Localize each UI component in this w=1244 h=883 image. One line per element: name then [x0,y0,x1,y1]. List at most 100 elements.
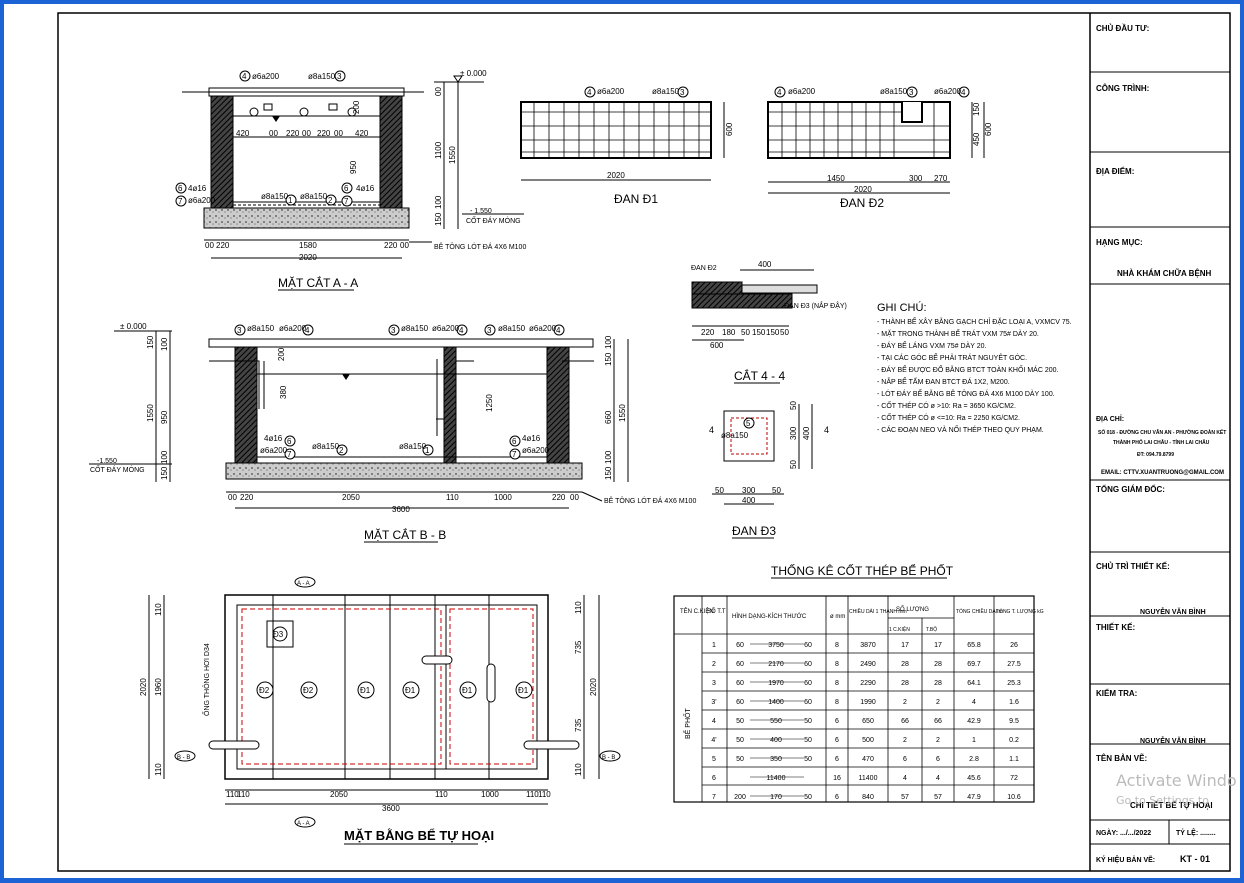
plan-bot-110d: 110 [526,790,539,799]
table-cell-nt: 28 [934,680,942,687]
table-cell-m: 550 [770,718,782,725]
table-cell-len: 840 [862,794,874,801]
table-cell-stt: 5 [712,756,716,763]
aa-bot-220a: 220 [216,241,230,250]
tb-design-label: THIẾT KẾ: [1096,622,1135,632]
plan-pipe-label: ỐNG THÔNG HƠI D34 [201,643,211,716]
c44-dim-total: 600 [710,341,724,350]
table-cell-len: 500 [862,737,874,744]
d2-dim-c: 270 [934,174,948,183]
table-cell-stt: 3' [711,699,716,706]
table-cell-len: 650 [862,718,874,725]
bb-rebar-a2: ø8a150 [401,324,429,333]
table-cell-n1: 2 [903,737,907,744]
table-cell-tl: 65.8 [967,642,981,649]
table-cell-nt: 4 [936,775,940,782]
bb-bot-220a: 220 [240,493,254,502]
bb-bot-2050: 2050 [342,493,360,502]
table-cell-m: 1400 [768,699,784,706]
table-cell-n1: 57 [901,794,909,801]
bb-callout-3a: 3 [237,326,242,335]
table-cell-r: 50 [804,794,812,801]
note-1: - THÀNH BỂ XÂY BẰNG GẠCH CHỈ ĐẶC LOẠI A,… [877,317,1072,326]
table-cell-d: 6 [835,756,839,763]
d1-rebar-a: ø6a200 [597,87,625,96]
d1-rebar-b: ø8a150 [652,87,680,96]
table-cell-l: 60 [736,642,744,649]
table-cell-stt: 2 [712,661,716,668]
table-cell-len: 2490 [860,661,876,668]
plan-sec-a-bot: A - A [297,821,310,827]
rebar-table: THỐNG KÊ CỐT THÉP BỂ PHỐT TÊN C.KIỆN SỐ … [673,563,1044,803]
note-2: - MẶT TRONG THÀNH BỂ TRÁT VXM 75# DÀY 20… [877,329,1039,338]
bb-rebar-a1: ø8a150 [247,324,275,333]
table-cell-n1: 66 [901,718,909,725]
aa-right-00: 00 [434,87,443,96]
table-cell-stt: 6 [712,775,716,782]
wall-mid-bb [443,346,457,464]
table-cell-tl: 42.9 [967,718,981,725]
aa-dim-00a: 00 [269,129,278,138]
aa-level-top: ± 0.000 [460,69,487,78]
title-mat-cat-bb: MẶT CẮT B - B [364,527,446,542]
aa-rebar-side-r: 4ø16 [356,184,375,193]
aa-callout-7b: 7 [344,197,349,206]
table-cell-tl: 1 [972,737,976,744]
table-cell-stt: 4' [711,737,716,744]
section-aa: 420 00 220 00 220 00 420 200 950 4 3 6 7… [175,69,526,291]
tb-location-label: ĐỊA ĐIỂM: [1096,167,1134,176]
plan-left-2020: 2020 [139,678,148,696]
bb-right-150a: 150 [604,352,613,366]
bb-rebar-side-r: 4ø16 [522,434,541,443]
title-thong-ke: THỐNG KÊ CỐT THÉP BỂ PHỐT [771,563,954,578]
table-cell-w: 27.5 [1007,661,1021,668]
aa-rebar-top-b: ø8a150 [308,72,336,81]
title-mat-cat-aa: MẶT CẮT A - A [278,275,358,290]
note-5: - ĐÁY BỂ ĐƯỢC ĐỔ BẰNG BTCT TOÀN KHỐI MÁC… [877,364,1059,374]
d3-callout-5: 5 [746,419,751,428]
tb-address-2: THÀNH PHỐ LAI CHÂU - TỈNH LAI CHÂU [1113,439,1210,446]
tb-email: EMAIL: CTTV.XUANTRUONG@GMAIL.COM [1101,470,1224,476]
bb-bot-00a: 00 [228,493,237,502]
table-cell-l: 60 [736,661,744,668]
table-cell-w: 26 [1010,642,1018,649]
th-len: CHIỀU DÀI 1 THANH mm [849,608,907,615]
table-cell-l: 50 [736,756,744,763]
aa-callout-6b: 6 [344,184,349,193]
table-cell-w: 9.5 [1009,718,1019,725]
wall-right-aa [379,95,403,209]
table-cell-len: 3870 [860,642,876,649]
table-cell-n1: 2 [903,699,907,706]
table-cell-w: 1.1 [1009,756,1019,763]
bb-callout-7a: 7 [287,450,292,459]
bb-right-100b: 100 [604,450,613,464]
aa-bot-00a: 00 [205,241,214,250]
wall-left-aa [210,95,234,209]
tb-scale-label: TỶ LỆ: ........ [1176,828,1216,837]
d3-v-300: 300 [789,426,798,440]
tb-drawing-value: CHI TIẾT BỂ TỰ HOẠI [1130,800,1213,810]
table-cell-w: 10.6 [1007,794,1021,801]
table-cell-d: 6 [835,718,839,725]
wall-left-bb [234,346,258,464]
tb-check-name: NGUYỄN VĂN BÌNH [1140,736,1206,745]
drawing-frame [57,12,1231,872]
d3-h-50b: 50 [772,486,781,495]
d2-dim-h: 600 [984,122,993,136]
c44-dim-180: 180 [722,328,736,337]
table-cell-r: 50 [804,737,812,744]
table-cell-w: 1.6 [1009,699,1019,706]
table-cell-stt: 3 [712,680,716,687]
plan-sec-a-top: A - A [297,581,310,587]
plan-slab-1: Đ2 [259,686,270,695]
table-cell-r: 60 [804,642,812,649]
th-shape: HÌNH DẠNG-KÍCH THƯỚC [732,613,807,620]
plan-left-110b: 110 [154,763,163,776]
d3-h-400: 400 [742,496,756,505]
table-cell-w: 25.3 [1007,680,1021,687]
plan-right-735a: 735 [574,640,583,654]
slab-d3: 5 ø8a150 4 4 50 300 400 50 50 300 50 400… [709,401,829,539]
bb-left-100a: 100 [160,337,169,351]
table-cell-nt: 6 [936,756,940,763]
table-cell-nt: 2 [936,699,940,706]
